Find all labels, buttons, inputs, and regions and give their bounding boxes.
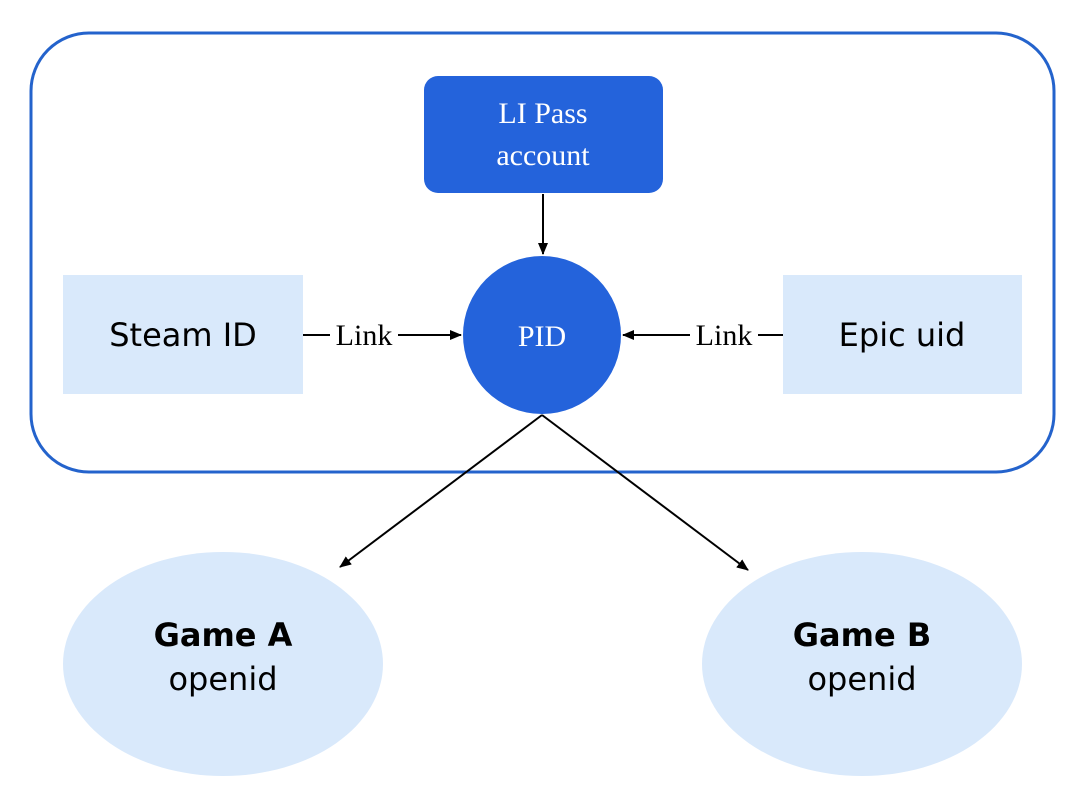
game-a-title: Game A xyxy=(154,616,293,654)
li-pass-label-line2: account xyxy=(496,139,590,172)
game-b-subtitle: openid xyxy=(807,660,916,698)
game-b-ellipse xyxy=(702,552,1022,776)
li-pass-account-node: LI Pass account xyxy=(424,76,663,193)
pid-label: PID xyxy=(518,320,566,353)
steam-id-box xyxy=(63,275,303,394)
arrow-pid-to-game-b xyxy=(541,414,749,571)
link-label-steam: Link xyxy=(336,319,393,352)
game-a-subtitle: openid xyxy=(168,660,277,698)
pid-node: PID xyxy=(463,256,621,414)
steam-id-node: Steam ID xyxy=(63,275,303,394)
account-group-container xyxy=(29,31,1056,474)
steam-id-label: Steam ID xyxy=(109,316,257,354)
game-b-title: Game B xyxy=(793,616,931,654)
game-a-ellipse xyxy=(63,552,383,776)
arrow-pid-to-game-a xyxy=(339,414,543,568)
pid-circle xyxy=(463,256,621,414)
link-label-epic: Link xyxy=(696,319,753,352)
li-pass-label-line1: LI Pass xyxy=(498,97,587,130)
epic-uid-box xyxy=(783,275,1022,394)
li-pass-account-box xyxy=(424,76,663,193)
epic-uid-label: Epic uid xyxy=(839,316,966,354)
game-b-node: Game B openid xyxy=(702,552,1022,776)
game-a-node: Game A openid xyxy=(63,552,383,776)
epic-uid-node: Epic uid xyxy=(783,275,1022,394)
